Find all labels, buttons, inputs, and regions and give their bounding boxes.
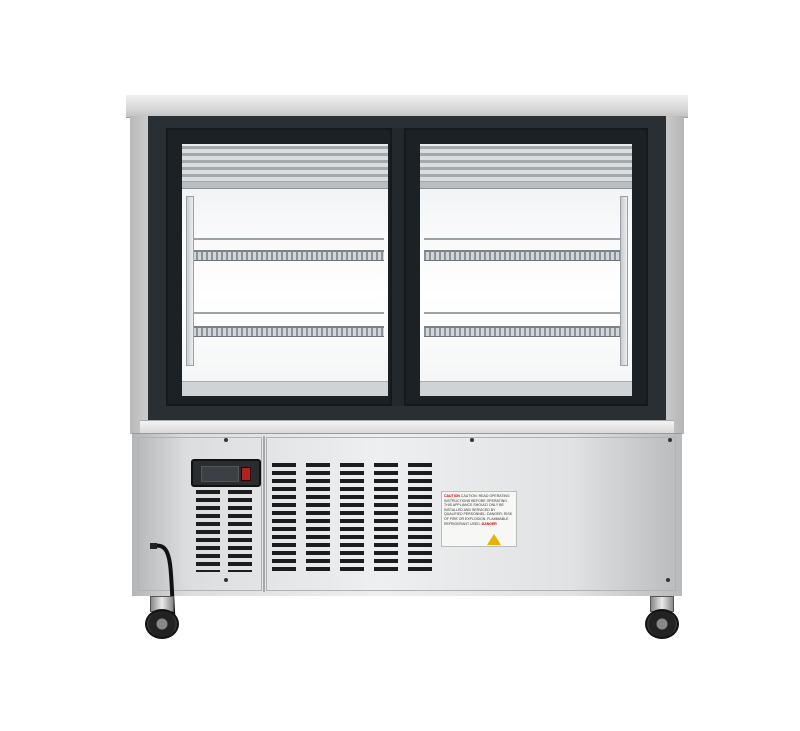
label-body-text: CAUTION: READ OPERATING INSTRUCTIONS BEF… — [444, 494, 513, 526]
glass-pane-right — [420, 144, 632, 396]
shelf-rail — [186, 312, 384, 314]
vent-grille — [340, 463, 364, 573]
panel-seam — [263, 436, 265, 592]
vent-grille — [306, 463, 330, 573]
center-mullion — [392, 128, 404, 406]
wire-shelf-lower — [186, 326, 384, 337]
service-panel-right — [266, 437, 676, 591]
vent-grille — [408, 463, 432, 573]
caster-wheel-right — [645, 609, 679, 639]
caster-wheel-left — [145, 609, 179, 639]
wire-shelf-lower — [424, 326, 628, 337]
glass-pane-left — [182, 144, 388, 396]
top-light-rail — [420, 182, 632, 189]
top-vent-louver — [420, 146, 632, 182]
vent-grille — [228, 490, 252, 572]
shelf-rail — [424, 312, 628, 314]
top-light-rail — [182, 182, 388, 189]
case-floor — [182, 381, 388, 396]
top-vent-louver — [182, 146, 388, 182]
service-panel-left — [138, 437, 262, 591]
power-switch[interactable] — [241, 467, 251, 481]
screw — [668, 438, 672, 442]
temperature-controller[interactable] — [201, 466, 239, 482]
base-trim — [140, 420, 674, 435]
wire-shelf-upper — [186, 250, 384, 261]
screw — [224, 438, 228, 442]
shelf-side-bracket — [186, 196, 194, 366]
label-danger-heading: DANGER — [481, 521, 497, 526]
screw — [470, 438, 474, 442]
vent-grille — [374, 463, 398, 573]
screw — [666, 578, 670, 582]
label-caution-heading: CAUTION — [444, 494, 461, 498]
vent-grille — [272, 463, 296, 573]
warning-label: CAUTION CAUTION: READ OPERATING INSTRUCT… — [441, 491, 517, 547]
screw — [224, 578, 228, 582]
warning-triangle-icon — [487, 534, 501, 545]
vent-grille — [196, 490, 220, 572]
power-switch-housing — [191, 459, 261, 487]
top-cap — [126, 95, 688, 118]
case-floor — [420, 381, 632, 396]
shelf-side-bracket — [620, 196, 628, 366]
shelf-rail — [424, 238, 628, 240]
wire-shelf-upper — [424, 250, 628, 261]
shelf-rail — [186, 238, 384, 240]
